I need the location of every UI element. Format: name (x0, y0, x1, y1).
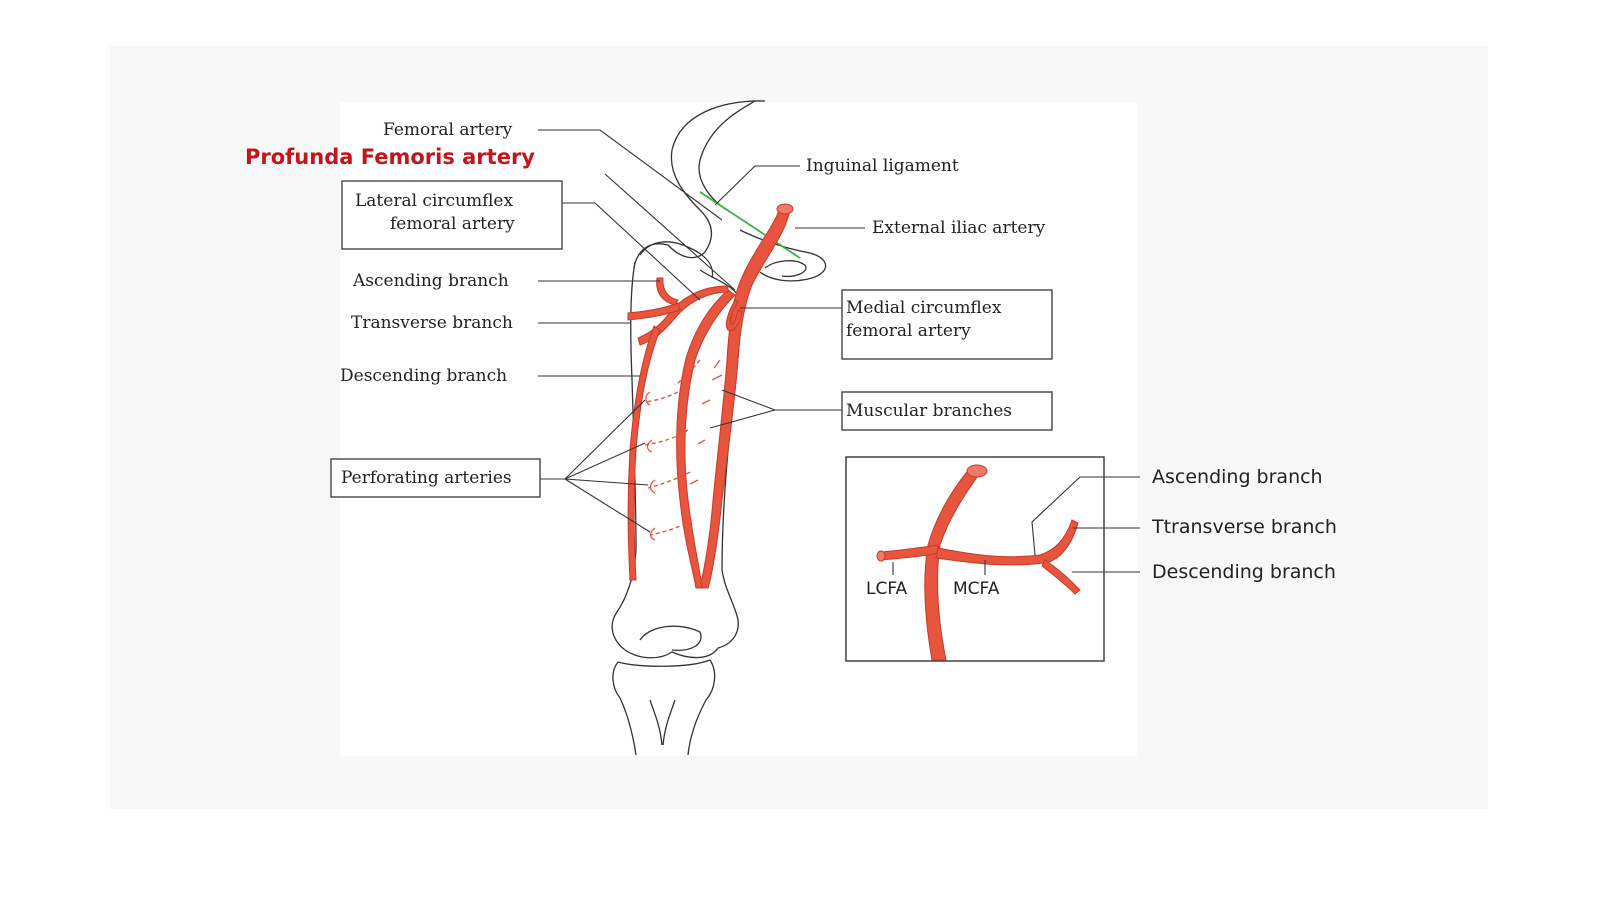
perforating-arteries-box (330, 458, 541, 498)
label-medial-circumflex-1: Medial circumflex (846, 298, 1002, 318)
inset-label-mcfa: MCFA (953, 579, 1000, 599)
perforating-arteries-dashed (644, 359, 701, 536)
muscular-branches-box (841, 391, 1053, 431)
diagram-title: Profunda Femoris artery (245, 145, 535, 169)
inguinal-ligament-line (699, 191, 801, 259)
pelvis-outline (633, 100, 827, 282)
label-transverse-branch: Transverse branch (351, 313, 513, 333)
label-muscular-branches: Muscular branches (846, 401, 1012, 421)
label-perforating-arteries: Perforating arteries (341, 468, 512, 488)
inset-label-transverse-branch: Ttransverse branch (1152, 516, 1337, 538)
label-external-iliac-artery: External iliac artery (872, 218, 1046, 238)
inset-artery-shape (876, 464, 1081, 661)
muscular-branch-ticks (645, 359, 723, 541)
label-lateral-circumflex-2: femoral artery (390, 214, 515, 234)
label-medial-circumflex-2: femoral artery (846, 321, 971, 341)
lateral-circumflex-box (341, 180, 563, 250)
label-descending-branch: Descending branch (340, 366, 508, 386)
label-inguinal-ligament: Inguinal ligament (806, 156, 959, 176)
femoral-artery-shape (627, 203, 794, 589)
label-ascending-branch: Ascending branch (353, 271, 509, 291)
inset-leader-lines (892, 476, 1140, 575)
tibia-outline (612, 659, 716, 756)
label-lateral-circumflex-1: Lateral circumflex (355, 191, 514, 211)
inset-label-lcfa: LCFA (866, 579, 908, 599)
inset-label-descending-branch: Descending branch (1152, 561, 1336, 583)
leader-lines (538, 129, 865, 533)
medial-circumflex-box (841, 289, 1053, 360)
inset-label-ascending-branch: Ascending branch (1152, 466, 1323, 488)
label-femoral-artery: Femoral artery (383, 120, 513, 140)
